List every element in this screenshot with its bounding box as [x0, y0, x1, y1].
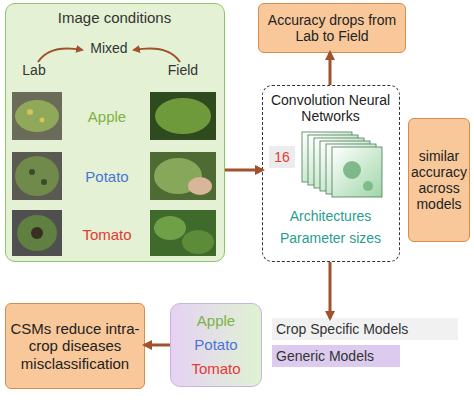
node-text: Parameter sizes [263, 230, 398, 246]
node-text: Convolution Neural Networks [263, 92, 398, 124]
node-text: 16 [274, 149, 290, 165]
node-text: Accuracy drops from Lab to Field [262, 12, 402, 44]
node-text: similar accuracy across models [411, 148, 467, 212]
node-text: Image conditions [6, 9, 223, 26]
node-text: Tomato [171, 360, 261, 377]
text-label: Field [160, 62, 206, 78]
text-label: Apple [66, 108, 148, 125]
field-leaf-images [150, 92, 216, 256]
lab-leaf-images [12, 92, 62, 256]
result-box: Accuracy drops from Lab to Field [258, 3, 406, 53]
feature-maps [302, 132, 382, 197]
crop-box: ApplePotatoTomato [170, 303, 262, 387]
node-text: Generic Models [276, 348, 398, 364]
result-box: similar accuracy across models [408, 118, 470, 242]
text-label: Mixed [84, 40, 134, 56]
flow-arrow [329, 262, 332, 318]
model-bar: Crop Specific Models [272, 318, 458, 340]
count-box: 16 [269, 146, 295, 168]
node-text: Architectures [263, 208, 398, 224]
text-label: Potato [66, 168, 148, 185]
model-group: Convolution Neural NetworksArchitectures… [262, 85, 400, 262]
mixed-arrow [38, 49, 82, 63]
text-label: Lab [14, 62, 54, 78]
flow-arrow [225, 169, 262, 172]
text-label: Tomato [66, 226, 148, 243]
flow-arrow [145, 344, 170, 347]
flow-arrow [329, 53, 332, 85]
node-text: CSMs reduce intra-crop diseases misclass… [9, 320, 141, 372]
mixed-arrow [134, 49, 180, 63]
result-box: CSMs reduce intra-crop diseases misclass… [5, 303, 145, 389]
node-text: Crop Specific Models [276, 321, 456, 337]
node-text: Apple [171, 312, 261, 329]
model-bar: Generic Models [272, 345, 400, 367]
node-text: Potato [171, 336, 261, 353]
